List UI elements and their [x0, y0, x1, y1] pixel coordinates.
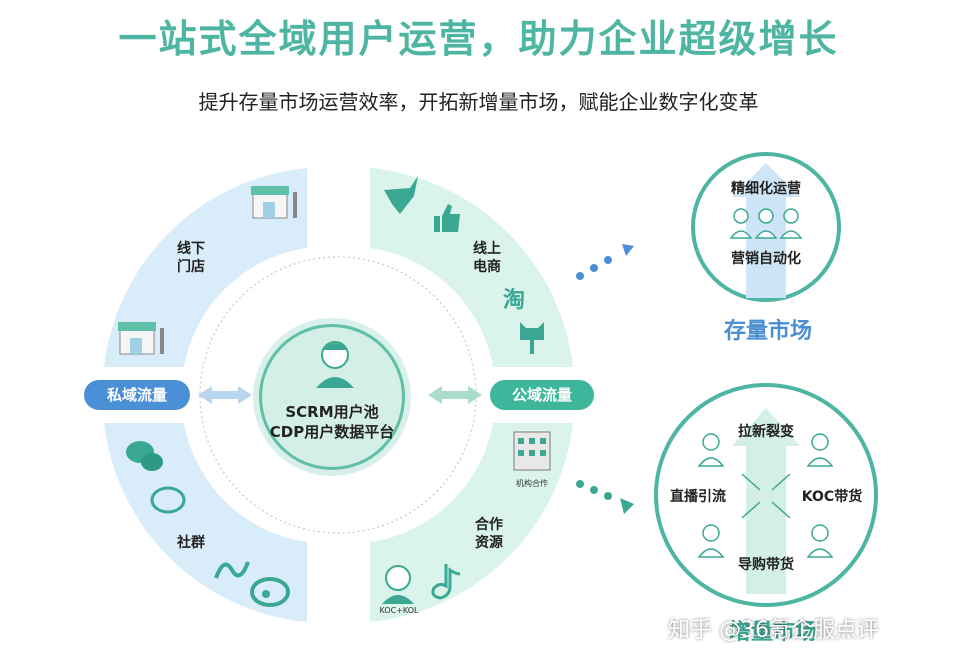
stock-bottom-label: 营销自动化: [731, 251, 801, 267]
app-icon: [214, 561, 250, 579]
stock-top-label: 精细化运营: [731, 181, 801, 197]
ring-segment-ecommerce: [370, 168, 573, 367]
label-partner-resources: 合作 资源: [475, 517, 503, 551]
stock-users-icon: [729, 208, 803, 239]
center-scrm-label: SCRM用户池: [285, 403, 379, 421]
koc-person-icon: [382, 565, 414, 604]
store-icon-bottom: [118, 322, 164, 355]
growth-up-arrow: [732, 408, 800, 594]
wechat-icon: [126, 441, 163, 471]
ring-segment-community: [104, 423, 307, 622]
stock-market-title: 存量市场: [723, 319, 812, 344]
user-avatar-icon: [316, 341, 354, 388]
taobao-icon: 淘: [503, 288, 526, 313]
center-cdp-label: CDP用户数据平台: [269, 423, 395, 441]
tiktok-icon: [431, 564, 461, 600]
growth-bottom-label: 导购带货: [738, 557, 794, 573]
label-institution-partner: 机构合作: [516, 479, 548, 488]
dotted-arrow-up: [576, 244, 634, 280]
private-traffic-pill: 私域流量: [84, 380, 190, 410]
growth-top-label: 拉新裂变: [738, 424, 794, 440]
watermark: 知乎 @36氪企服点评: [668, 618, 879, 643]
label-online-ecommerce: 线上 电商: [473, 241, 501, 275]
growth-market-title: 增量市场: [728, 620, 817, 645]
ring-segment-partner: [370, 423, 573, 622]
label-offline-store: 线下 门店: [177, 241, 205, 275]
label-community: 社群: [177, 535, 205, 551]
page-title: 一站式全域用户运营，助力企业超级增长: [118, 17, 839, 61]
growth-right-label: KOC带货: [801, 489, 863, 505]
chat-bubble-icon: [150, 486, 186, 514]
tmall-cat-icon: [520, 322, 544, 354]
public-traffic-pill: 公域流量: [490, 380, 594, 410]
store-icon-top: [251, 186, 297, 219]
double-arrow-left: [198, 386, 252, 404]
bird-icon: [384, 176, 418, 214]
dotted-arrow-down: [576, 480, 634, 514]
building-icon: [513, 431, 551, 471]
page-subtitle: 提升存量市场运营效率，开拓新增量市场，赋能企业数字化变革: [198, 90, 759, 114]
growth-person-icons: [697, 433, 834, 558]
growth-left-label: 直播引流: [670, 489, 726, 505]
converging-arrows: [741, 473, 791, 519]
double-arrow-right: [428, 386, 482, 404]
weibo-icon: [250, 577, 290, 607]
label-koc-kol: KOC+KOL: [379, 606, 419, 615]
thumbs-up-icon: [434, 204, 460, 232]
